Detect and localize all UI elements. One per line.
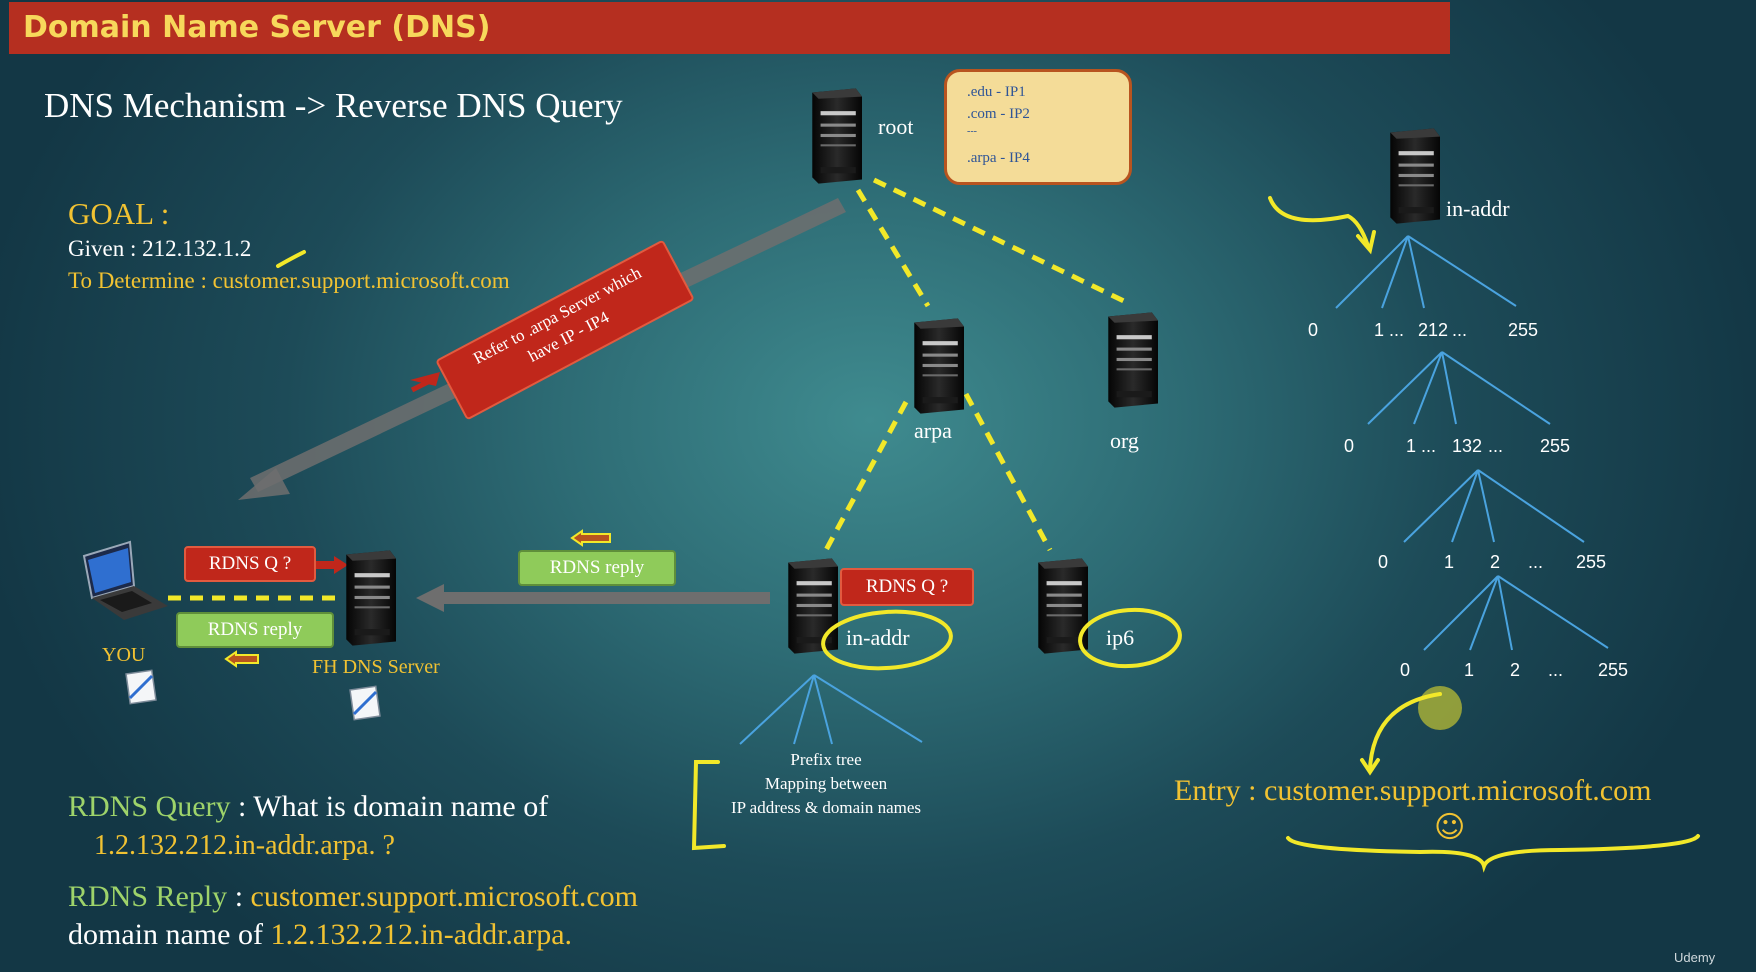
dns-links: [168, 177, 1132, 601]
rdns-reply-line-2: domain name of 1.2.132.212.in-addr.arpa.: [68, 918, 572, 952]
org-server-icon: [1108, 312, 1158, 408]
root-entry: .edu - IP1: [967, 84, 1026, 100]
rdns-query-text: : What is domain name of: [230, 790, 549, 823]
cursor-highlight: [1418, 686, 1462, 730]
reply-small-arrows: [224, 529, 611, 668]
in-addr-tree-root-label: in-addr: [1446, 196, 1510, 221]
tree-node: 0: [1378, 552, 1389, 572]
tree-node: 255: [1508, 320, 1539, 340]
in-addr-server-icon: [788, 558, 838, 654]
goal-label: GOAL :: [68, 196, 170, 231]
tree-node: 0: [1400, 660, 1411, 680]
ip6-label: ip6: [1106, 625, 1135, 650]
prefix-note-line: Prefix tree: [790, 750, 862, 769]
tree-node: 255: [1540, 436, 1571, 456]
fh-dns-server-icon: [346, 550, 396, 646]
rdns-reply-sep: :: [227, 880, 251, 913]
prefix-tree-lines: [739, 674, 923, 745]
reply-arrow: [416, 584, 770, 612]
tree-node-highlight: 132: [1452, 436, 1483, 456]
laptop-icon: [82, 540, 168, 620]
rdns-reply-value: customer.support.microsoft.com: [250, 880, 638, 913]
rdns-reply-term: RDNS Reply: [68, 880, 228, 913]
handwritten-annotations: [276, 196, 1700, 873]
rdns-reply-domain: 1.2.132.212.in-addr.arpa.: [270, 918, 573, 951]
root-server-icon: [812, 88, 862, 184]
you-note-icon: [125, 669, 157, 705]
tree-node: 1 ...: [1406, 436, 1437, 456]
slide-heading: DNS Mechanism -> Reverse DNS Query: [44, 86, 623, 125]
tree-node: 0: [1308, 320, 1319, 340]
arpa-server-icon: [914, 318, 964, 414]
in-addr-label: in-addr: [846, 625, 910, 650]
rdns-query-label: RDNS Q ?: [184, 546, 316, 582]
banner-title: Domain Name Server (DNS): [23, 10, 491, 45]
rdns-query-line: RDNS Query : What is domain name of: [68, 790, 548, 824]
tree-node: ...: [1528, 552, 1544, 572]
rdns-reply-prefix: domain name of: [68, 918, 271, 951]
rdns-query-value: 1.2.132.212.in-addr.arpa. ?: [94, 830, 395, 861]
root-label: root: [878, 114, 914, 139]
tree-node: 1: [1444, 552, 1455, 572]
goal-determine: To Determine : customer.support.microsof…: [68, 268, 510, 293]
smiley-icon: ☺: [1434, 810, 1466, 845]
in-addr-tree-lines: [1335, 235, 1609, 651]
rdns-reply-label: RDNS reply: [176, 612, 334, 648]
rdns-query-term: RDNS Query: [68, 790, 231, 823]
tree-node-highlight: 212: [1418, 320, 1449, 340]
in-addr-tree-server-icon: [1390, 128, 1440, 224]
tree-node: ...: [1548, 660, 1564, 680]
tree-node: 0: [1344, 436, 1355, 456]
rdns-reply-label: RDNS reply: [518, 550, 676, 586]
tree-node: ...: [1488, 436, 1504, 456]
root-zone-box: .edu - IP1 .com - IP2 --- .arpa - IP4: [944, 69, 1132, 185]
tree-entry-value: customer.support.microsoft.com: [1264, 774, 1652, 807]
fh-dns-label: FH DNS Server: [312, 656, 440, 678]
goal-given: Given : 212.132.1.2: [68, 236, 252, 261]
root-entry: ---: [967, 126, 977, 137]
tree-node: 255: [1576, 552, 1607, 572]
fh-note-icon: [349, 685, 381, 721]
arpa-label: arpa: [914, 418, 952, 443]
tree-node: 255: [1598, 660, 1629, 680]
prefix-note-line: Mapping between: [764, 774, 888, 793]
root-entry: .com - IP2: [967, 106, 1030, 122]
rdns-query-label: RDNS Q ?: [840, 568, 974, 606]
tree-node: 1 ...: [1374, 320, 1405, 340]
tree-node-highlight: 2: [1490, 552, 1501, 572]
you-label: YOU: [102, 644, 146, 666]
org-label: org: [1110, 428, 1139, 453]
root-entry: .arpa - IP4: [967, 150, 1030, 166]
udemy-watermark: Udemy: [1674, 950, 1716, 965]
tree-entry: Entry : customer.support.microsoft.com: [1174, 774, 1651, 808]
query-arrow: [314, 556, 348, 574]
tree-node: ...: [1452, 320, 1468, 340]
prefix-note-line: IP address & domain names: [730, 798, 922, 817]
title-banner: Domain Name Server (DNS): [9, 2, 1450, 54]
tree-entry-label: Entry :: [1174, 774, 1257, 807]
tree-node: 2: [1510, 660, 1521, 680]
rdns-reply-line: RDNS Reply : customer.support.microsoft.…: [68, 880, 638, 914]
prefix-tree-note: Prefix tree Mapping between IP address &…: [714, 748, 938, 820]
tree-node-highlight: 1: [1464, 660, 1475, 680]
